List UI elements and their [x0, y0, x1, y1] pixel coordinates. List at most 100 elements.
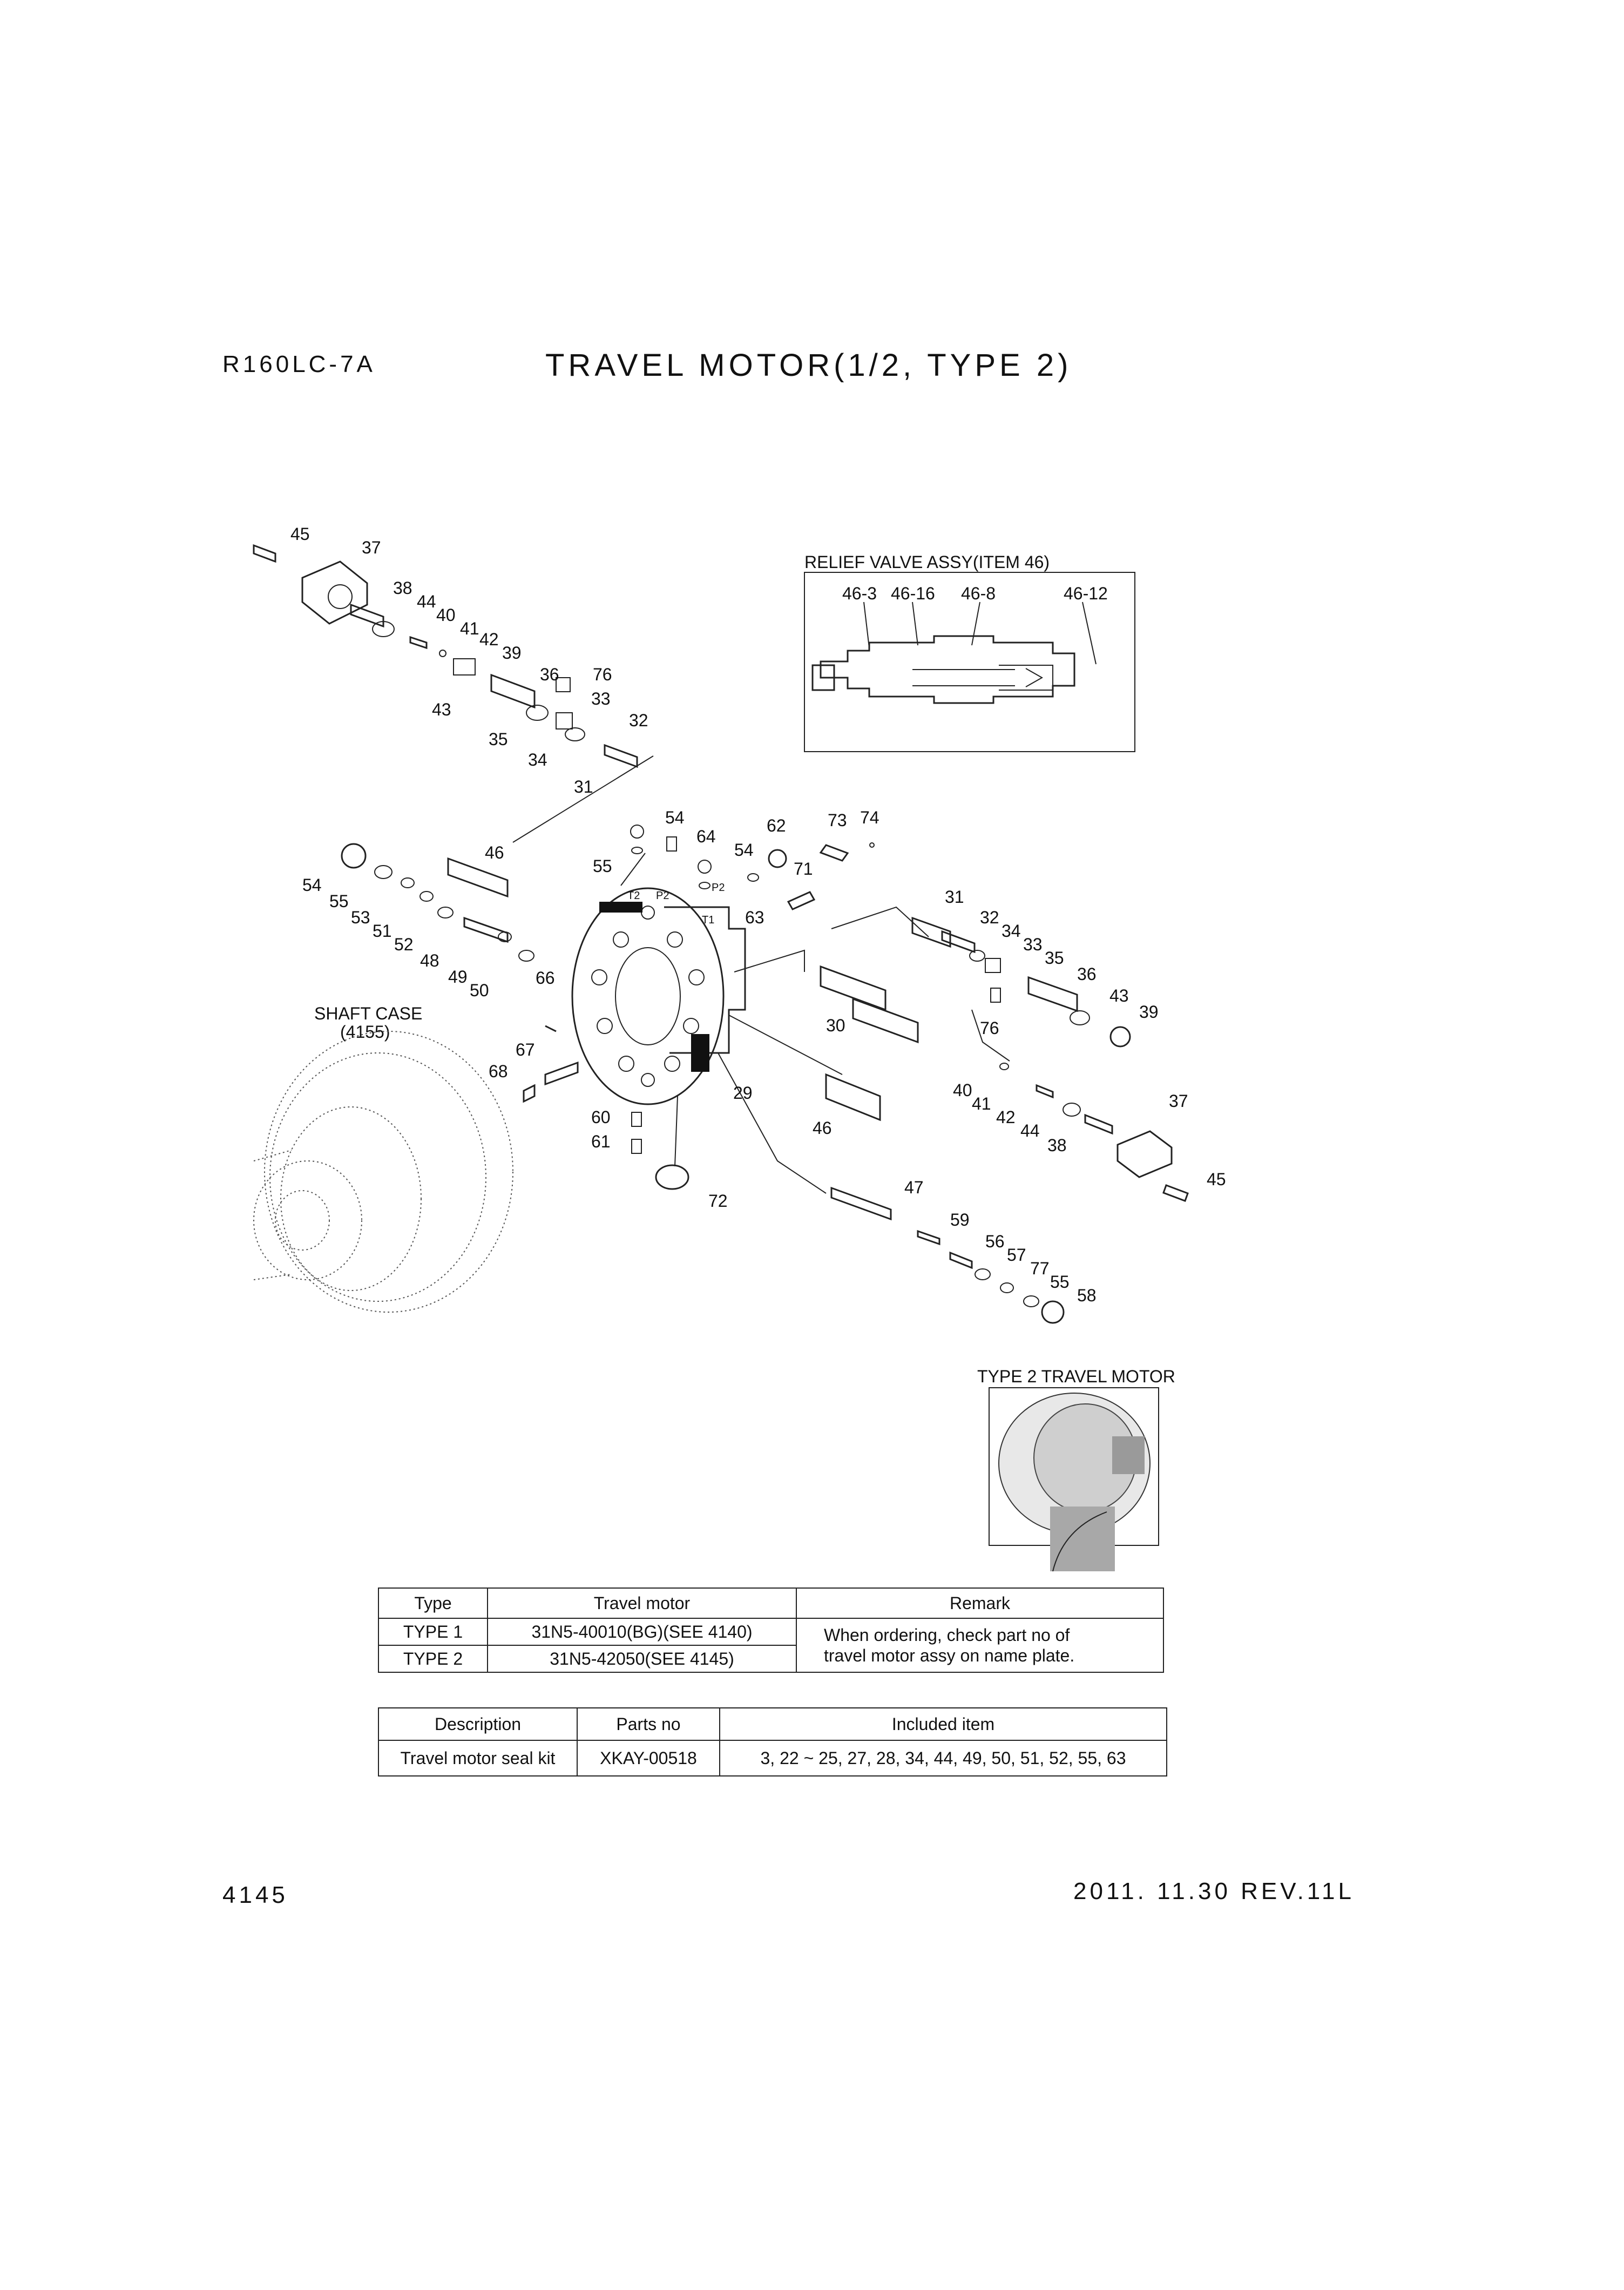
callout-55: 55 — [1050, 1272, 1070, 1292]
parts-no-header: Parts no — [577, 1707, 720, 1741]
callout-32: 32 — [629, 711, 648, 730]
type-2-motor-cell: 31N5-42050(SEE 4145) — [487, 1645, 797, 1673]
callout-36: 36 — [1077, 964, 1097, 984]
callout-51: 51 — [373, 921, 392, 941]
callout-40: 40 — [953, 1080, 972, 1100]
type-2-cell: TYPE 2 — [378, 1645, 488, 1673]
relief-label-46-8: 46-8 — [961, 584, 996, 603]
callout-31: 31 — [574, 777, 593, 796]
callout-41: 41 — [460, 619, 479, 638]
callout-72: 72 — [708, 1191, 728, 1211]
callout-37: 37 — [362, 538, 381, 557]
callout-38: 38 — [1047, 1136, 1067, 1155]
port-label-t2: T2 — [627, 890, 640, 902]
kit-included-cell: 3, 22 ~ 25, 27, 28, 34, 44, 49, 50, 51, … — [719, 1740, 1167, 1776]
callout-63: 63 — [745, 908, 764, 927]
callout-35: 35 — [489, 729, 508, 749]
callout-30: 30 — [826, 1016, 845, 1035]
callout-56: 56 — [985, 1232, 1005, 1251]
callout-42: 42 — [479, 630, 499, 649]
callout-40: 40 — [436, 605, 456, 625]
remark-header: Remark — [796, 1588, 1164, 1619]
callout-55: 55 — [593, 856, 612, 876]
seal-kit-table: Description Parts no Included item Trave… — [378, 1707, 1167, 1776]
type-1-cell: TYPE 1 — [378, 1618, 488, 1646]
callout-57: 57 — [1007, 1245, 1026, 1265]
port-label-p2: P2 — [656, 890, 669, 902]
callout-58: 58 — [1077, 1286, 1097, 1305]
shaft-case-ref: (4155) — [340, 1022, 390, 1042]
model-code: R160LC-7A — [222, 351, 376, 377]
callout-36: 36 — [540, 665, 559, 684]
shaft-case-outline: SHAFT CASE (4155) — [253, 1004, 513, 1313]
callout-44: 44 — [1020, 1121, 1040, 1140]
callout-37: 37 — [1169, 1091, 1188, 1111]
callout-33: 33 — [1023, 935, 1043, 954]
callout-53: 53 — [351, 908, 370, 927]
callout-74: 74 — [860, 808, 879, 827]
left-side-parts — [341, 843, 689, 1190]
callout-labels: 45 37 38 44 40 41 42 39 43 36 76 33 35 3… — [290, 524, 1226, 1305]
callout-43: 43 — [432, 700, 451, 719]
callout-77: 77 — [1030, 1259, 1050, 1278]
relief-label-46-16: 46-16 — [891, 584, 935, 603]
callout-62: 62 — [767, 816, 786, 835]
revision-date: 2011. 11.30 REV.11L — [1073, 1878, 1355, 1904]
right-valve-parts — [512, 755, 1189, 1324]
remark-cell: When ordering, check part no of travel m… — [796, 1618, 1164, 1673]
motor-type-table: Type Travel motor Remark TYPE 1 31N5-400… — [378, 1588, 1164, 1673]
callout-34: 34 — [1002, 921, 1021, 941]
callout-49: 49 — [448, 967, 468, 987]
callout-33: 33 — [591, 689, 611, 708]
callout-76: 76 — [593, 665, 612, 684]
callout-39: 39 — [502, 643, 522, 663]
relief-inset-title: RELIEF VALVE ASSY(ITEM 46) — [804, 552, 1050, 572]
shaft-case-label: SHAFT CASE — [314, 1004, 422, 1023]
callout-55: 55 — [329, 891, 349, 911]
relief-valve-section-drawing — [811, 602, 1097, 704]
callout-66: 66 — [536, 968, 555, 988]
callout-41: 41 — [972, 1094, 991, 1113]
port-label-t1: T1 — [702, 914, 714, 926]
callout-46: 46 — [813, 1118, 832, 1138]
callout-48: 48 — [420, 951, 439, 970]
callout-32: 32 — [980, 908, 999, 927]
callout-76: 76 — [980, 1018, 999, 1038]
photo-inset-title: TYPE 2 TRAVEL MOTOR — [977, 1367, 1175, 1386]
callout-45: 45 — [290, 524, 310, 544]
callout-31: 31 — [945, 887, 964, 907]
travel-motor-header: Travel motor — [487, 1588, 797, 1619]
port-label-p2b: P2 — [712, 882, 725, 894]
callout-39: 39 — [1139, 1002, 1159, 1022]
remark-line-1: When ordering, check part no of — [824, 1625, 1070, 1645]
callout-54: 54 — [302, 875, 322, 895]
callout-42: 42 — [996, 1107, 1016, 1127]
callout-43: 43 — [1109, 986, 1129, 1005]
description-header: Description — [378, 1707, 578, 1741]
callout-68: 68 — [489, 1062, 508, 1081]
motor-main-body: T2 P2 P2 T1 — [571, 882, 746, 1105]
page-title: TRAVEL MOTOR(1/2, TYPE 2) — [545, 348, 1072, 383]
relief-label-46-3: 46-3 — [842, 584, 877, 603]
callout-71: 71 — [794, 859, 813, 879]
callout-38: 38 — [393, 578, 412, 598]
callout-52: 52 — [394, 935, 414, 954]
callout-35: 35 — [1045, 948, 1064, 968]
callout-60: 60 — [591, 1107, 611, 1127]
callout-67: 67 — [516, 1040, 535, 1059]
type-1-motor-cell: 31N5-40010(BG)(SEE 4140) — [487, 1618, 797, 1646]
callout-47: 47 — [904, 1178, 924, 1197]
kit-parts-no-cell: XKAY-00518 — [577, 1740, 720, 1776]
callout-61: 61 — [591, 1132, 611, 1151]
remark-line-2: travel motor assy on name plate. — [824, 1646, 1075, 1665]
relief-label-46-12: 46-12 — [1064, 584, 1108, 603]
included-item-header: Included item — [719, 1707, 1167, 1741]
relief-valve-inset: RELIEF VALVE ASSY(ITEM 46) 46-3 46-16 46… — [804, 552, 1135, 752]
top-small-parts — [620, 825, 875, 910]
callout-54: 54 — [734, 840, 754, 860]
callout-34: 34 — [528, 750, 547, 769]
callout-46: 46 — [485, 843, 504, 862]
page-number: 4145 — [222, 1882, 288, 1908]
callout-59: 59 — [950, 1210, 970, 1230]
